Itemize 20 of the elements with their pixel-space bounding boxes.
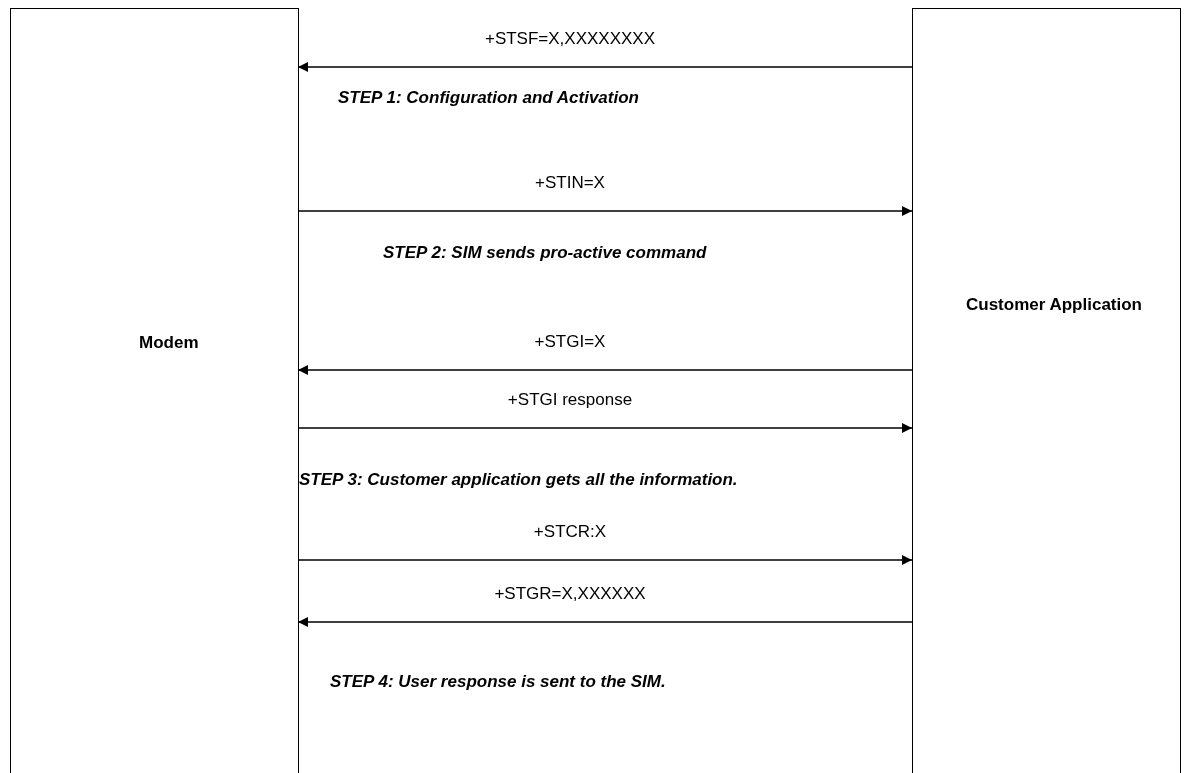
message-label: +STCR:X (533, 522, 607, 542)
step-note: STEP 4: User response is sent to the SIM. (330, 672, 666, 692)
message-arrow (297, 617, 913, 627)
message-arrow (297, 365, 913, 375)
message-arrow (297, 62, 913, 72)
participant-name: Customer Application (966, 294, 1143, 316)
message-label: +STSF=X,XXXXXXXX (484, 29, 656, 49)
participant-name: Modem (139, 332, 200, 354)
message-arrow (297, 423, 913, 433)
message-label: +STIN=X (535, 173, 605, 193)
message-label: +STGI=X (534, 332, 606, 352)
participant-box (10, 8, 299, 773)
message-label: +STGI response (507, 390, 633, 410)
step-note: STEP 2: SIM sends pro-active command (383, 243, 707, 263)
step-note: STEP 1: Configuration and Activation (338, 88, 639, 108)
participant-box (912, 8, 1181, 773)
message-label: +STGR=X,XXXXXX (494, 584, 646, 604)
step-note: STEP 3: Customer application gets all the information. (299, 470, 738, 490)
message-arrow (297, 206, 913, 216)
message-arrow (297, 555, 913, 565)
